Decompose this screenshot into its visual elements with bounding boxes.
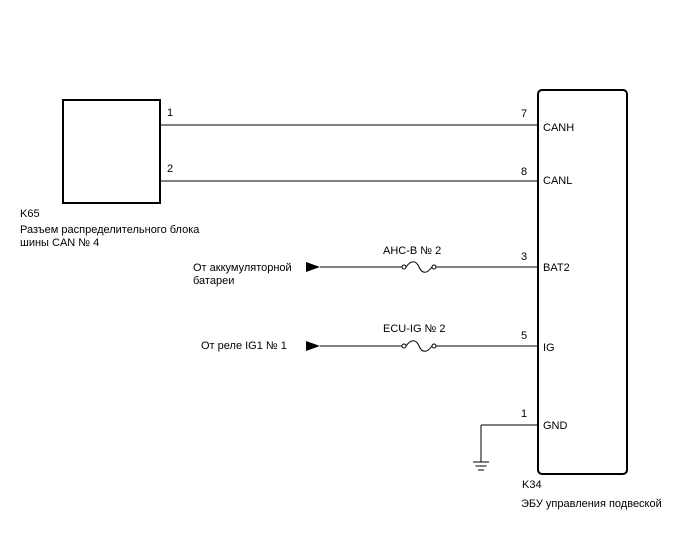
- ecu-k34-body: [537, 89, 628, 475]
- ecu-pin-number-canl: 8: [521, 166, 527, 178]
- connector-k65-code: K65: [20, 208, 40, 220]
- ecu-k34-code: K34: [522, 479, 542, 491]
- ecu-pin-label-gnd: GND: [543, 420, 568, 432]
- connector-k65-name-line2: шины CAN № 4: [20, 237, 99, 249]
- fuse-icon: [405, 340, 433, 352]
- arrow-right-icon: [306, 341, 320, 351]
- fuse-icon: [405, 261, 433, 273]
- battery-circuit: От аккумуляторной батареи AHC-B № 2: [193, 245, 538, 287]
- fuse-terminal-right: [431, 264, 437, 270]
- connector-k65-body: [62, 99, 161, 204]
- ecu-pin-label-canh: CANH: [543, 122, 574, 134]
- connector-k65-name-line1: Разъем распределительного блока: [20, 224, 200, 236]
- ecu-pin-number-ig: 5: [521, 330, 527, 342]
- connector-k65: 1 2 K65 Разъем распределительного блока …: [20, 99, 200, 249]
- connector-k65-pin-1: 1: [167, 107, 173, 119]
- ecu-k34: K34 ЭБУ управления подвеской 7 CANH 8 CA…: [521, 89, 662, 510]
- ground-circuit: [473, 424, 538, 471]
- ig-circuit: От реле IG1 № 1 ECU-IG № 2: [201, 323, 538, 352]
- battery-source-label-line2: батареи: [193, 275, 234, 287]
- ig1-relay-source-label: От реле IG1 № 1: [201, 340, 287, 352]
- connector-k65-pin-2: 2: [167, 163, 173, 175]
- ecu-pin-number-bat2: 3: [521, 251, 527, 263]
- ecu-pin-label-canl: CANL: [543, 175, 572, 187]
- ecu-pin-number-canh: 7: [521, 108, 527, 120]
- battery-source-label-line1: От аккумуляторной: [193, 262, 292, 274]
- ground-icon: [473, 461, 489, 471]
- fuse-terminal-left: [401, 264, 407, 270]
- ecu-pin-label-ig: IG: [543, 342, 555, 354]
- fuse-ahc-b-label: AHC-B № 2: [383, 245, 441, 257]
- ecu-pin-label-bat2: BAT2: [543, 262, 570, 274]
- fuse-ecu-ig-label: ECU-IG № 2: [383, 323, 446, 335]
- fuse-terminal-right: [431, 343, 437, 349]
- ecu-pin-number-gnd: 1: [521, 408, 527, 420]
- ecu-k34-name: ЭБУ управления подвеской: [521, 498, 662, 510]
- fuse-terminal-left: [401, 343, 407, 349]
- arrow-right-icon: [306, 262, 320, 272]
